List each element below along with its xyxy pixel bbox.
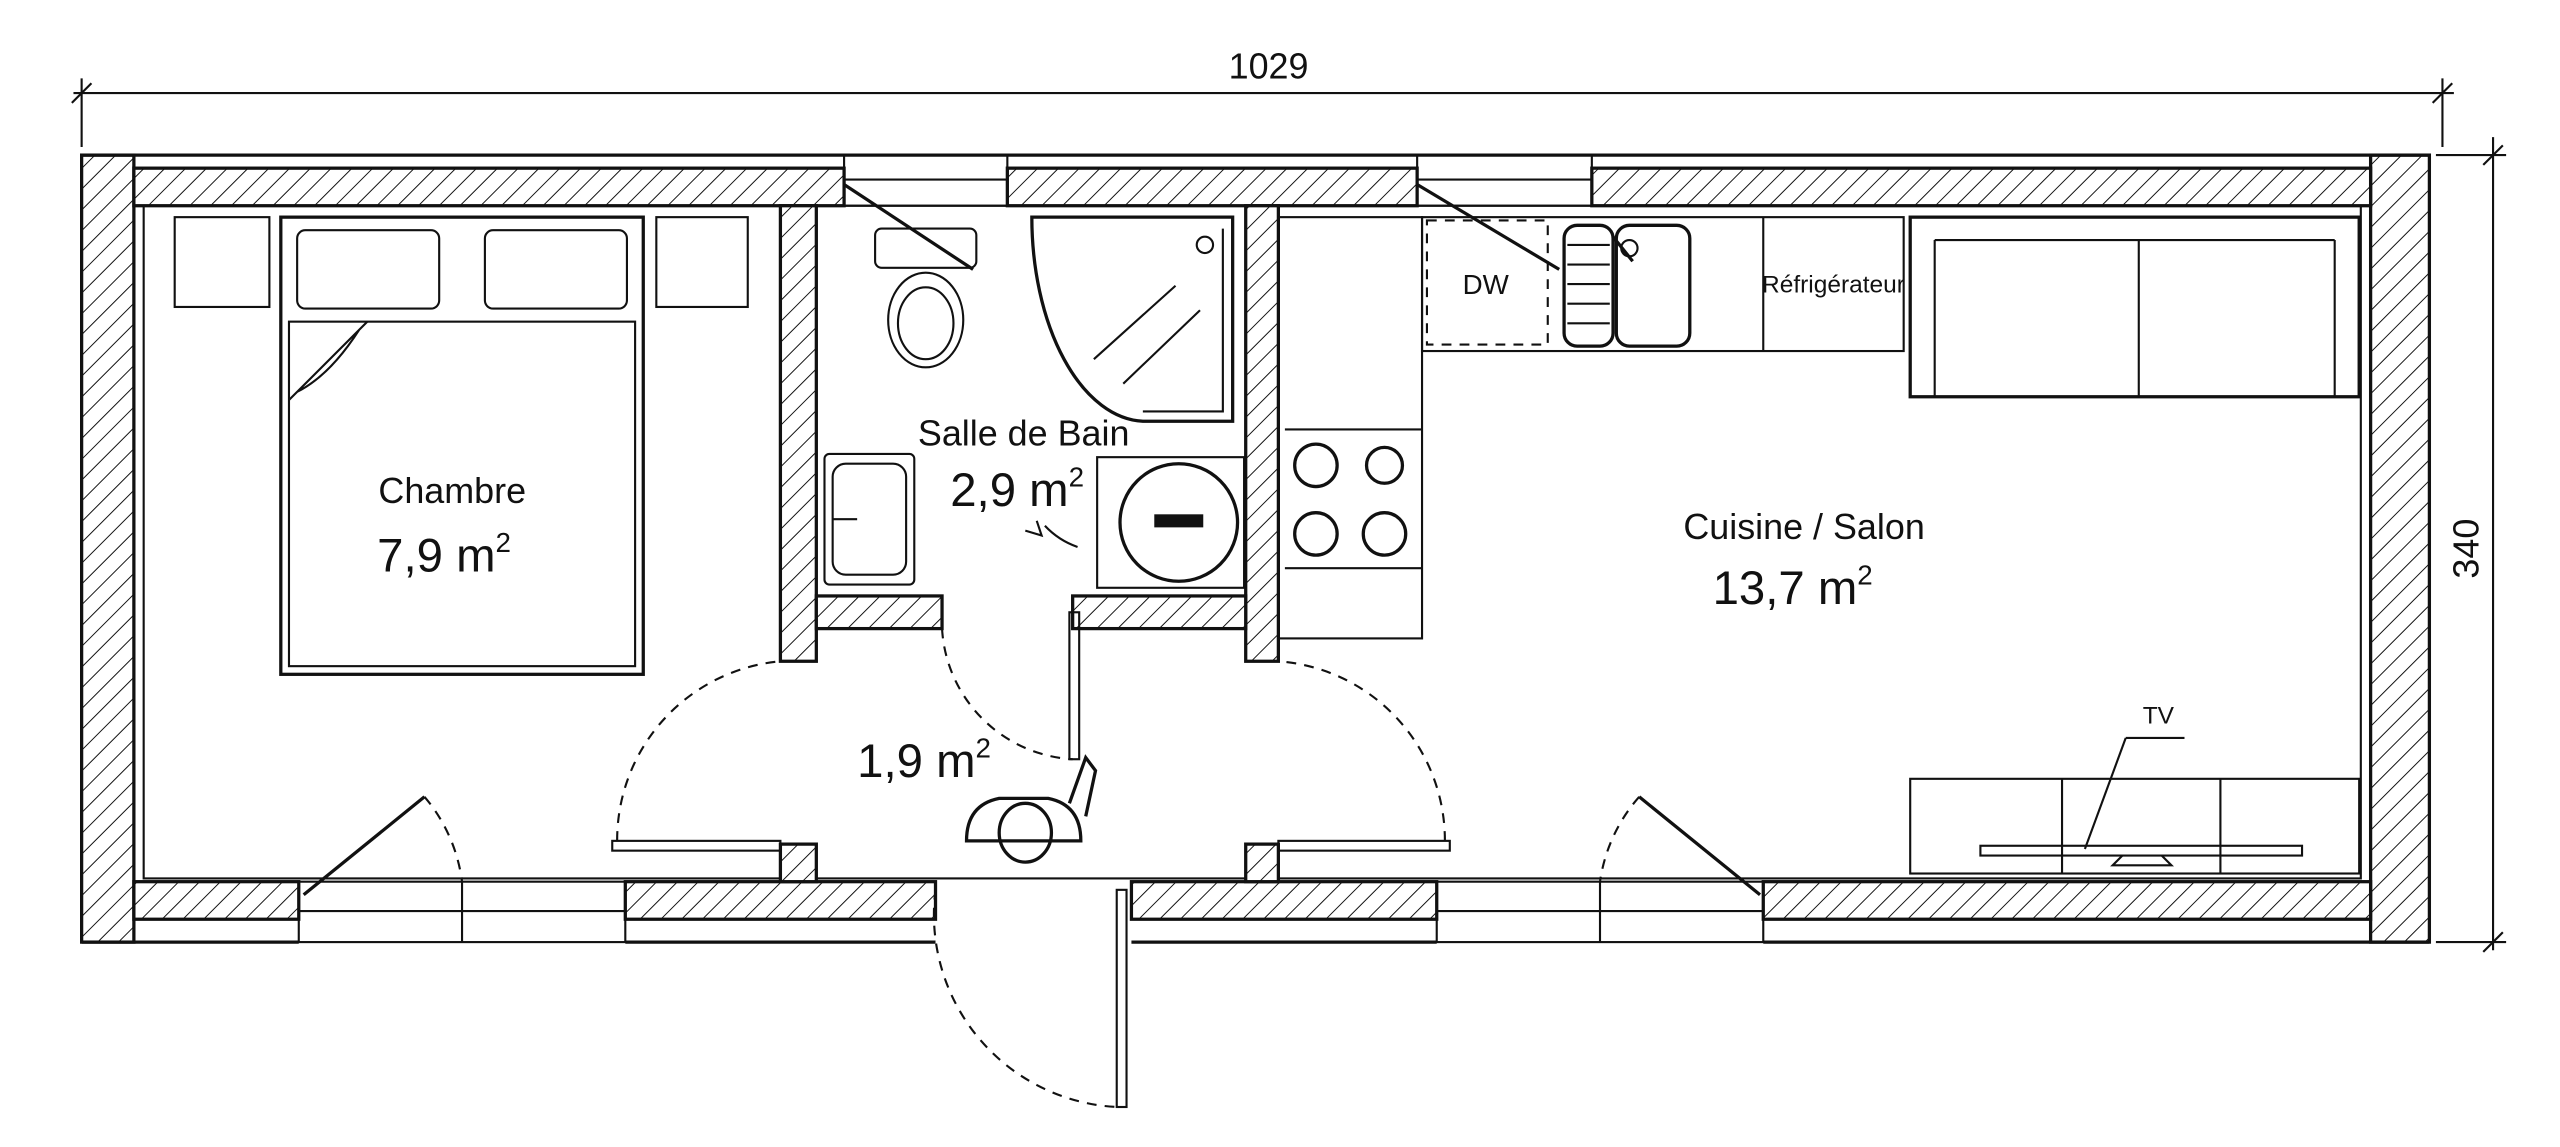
dishwasher-label: DW [1463,269,1510,300]
fridge-label: Réfrigérateur [1762,271,1905,298]
tv-unit [1909,736,2361,875]
width-dimension: 1029 [71,45,2454,147]
tv-icon [1979,844,2304,857]
nightstand-left [173,216,271,309]
living-area: 13,7 m2 [1713,560,1873,616]
depth-label: 340 [2445,519,2486,579]
windows [297,154,1765,944]
bathroom: Salle de Bain 2,9 m2 [823,215,1246,589]
doors [302,183,1762,1109]
person-icon [964,754,1098,864]
bed-icon [279,215,645,676]
bedroom: Chambre 7,9 m2 [173,215,749,676]
bedroom-area: 7,9 m2 [377,527,511,583]
hall-area: 1,9 m2 [857,733,991,789]
living-name: Cuisine / Salon [1683,506,1925,547]
nightstand-right [655,216,749,309]
hall: 1,9 m2 [857,733,1098,864]
width-label: 1029 [1229,45,1309,86]
stove-icon [1293,442,1408,557]
bathroom-name: Salle de Bain [918,413,1130,454]
washing-machine-icon [1096,456,1246,589]
tv-label: TV [2143,702,2175,729]
interior-walls [778,204,1280,884]
kitchen-sink-icon [1562,223,1692,348]
shower-icon [1030,215,1235,423]
depth-dimension: 340 [2435,137,2507,953]
kitchen-living: DW Réfrigérateur TV Cuisine / Salon 13,7… [1277,215,2361,875]
exterior-walls [80,153,2432,944]
bedroom-name: Chambre [378,470,526,511]
toilet-icon [874,227,978,369]
dishwasher [1425,219,1549,346]
sofa-icon [1908,215,2361,399]
bathroom-area: 2,9 m2 [950,462,1084,518]
sink-icon [823,452,916,586]
